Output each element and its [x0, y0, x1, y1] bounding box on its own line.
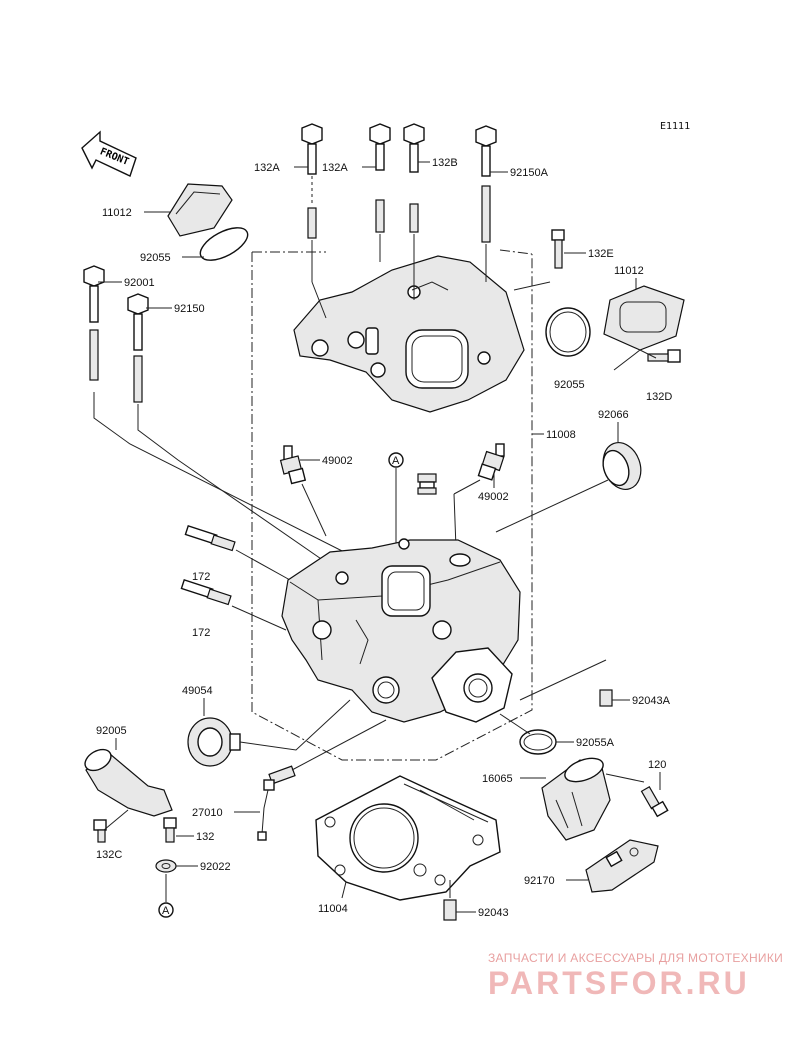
bolt-92001-icon	[83, 265, 105, 381]
label-92055-top: 92055	[140, 252, 171, 264]
label-92005: 92005	[96, 725, 127, 737]
camshaft-cap-icon	[293, 255, 525, 413]
pin-92043A-icon	[599, 689, 613, 707]
diagram-code: E1111	[660, 121, 690, 132]
bolt-92150-icon	[127, 293, 149, 403]
bolt-132D-icon	[647, 349, 681, 363]
label-11012-right: 11012	[614, 265, 644, 277]
valve-seal-icon	[417, 473, 437, 495]
clamp-92170-icon	[585, 839, 659, 893]
label-132E: 132E	[588, 248, 614, 260]
stud-172-1-icon	[184, 525, 236, 552]
stud-172-2-icon	[180, 579, 232, 606]
label-120: 120	[648, 759, 666, 771]
label-132: 132	[196, 831, 214, 843]
oring-92055-top-icon	[199, 227, 249, 261]
label-92150: 92150	[174, 303, 205, 315]
bolt-132A-1-icon	[301, 123, 323, 239]
cover-11012-top-icon	[167, 183, 233, 237]
watermark-brand: PARTSFOR.RU	[488, 965, 750, 1001]
label-11008: 11008	[546, 429, 576, 441]
label-172-2: 172	[192, 627, 210, 639]
gasket-11004-icon	[315, 775, 501, 901]
label-16065: 16065	[482, 773, 513, 785]
seal-92066-icon	[602, 442, 642, 490]
clamp-screw-120-icon	[640, 786, 669, 818]
bolt-132A-2-icon	[369, 123, 391, 233]
watermark-tagline: ЗАПЧАСТИ И АКСЕССУАРЫ ДЛЯ МОТОТЕХНИКИ	[488, 951, 783, 965]
label-132A-1: 132A	[254, 162, 280, 174]
washer-92022-icon	[155, 859, 177, 873]
label-92001: 92001	[124, 277, 155, 289]
intake-holder-16065-icon	[541, 757, 611, 841]
label-92043A: 92043A	[632, 695, 671, 707]
thermostat-49054-icon	[187, 717, 241, 767]
cover-11012-right-icon	[603, 285, 685, 351]
ref-a-top-icon	[388, 452, 404, 468]
pin-92043-icon	[443, 899, 457, 921]
ref-a-bottom-label: A	[162, 905, 170, 917]
bolt-132B-icon	[403, 123, 425, 233]
bolt-132-icon	[163, 817, 177, 843]
front-arrow-icon: FRONT	[81, 130, 137, 177]
label-92150A: 92150A	[510, 167, 549, 179]
ref-a-top-label: A	[392, 455, 400, 467]
label-92066: 92066	[598, 409, 629, 421]
label-49054: 49054	[182, 685, 213, 697]
label-11012-top: 11012	[102, 207, 132, 219]
label-172-1: 172	[192, 571, 210, 583]
label-132A-2: 132A	[322, 162, 348, 174]
label-92055A: 92055A	[576, 737, 615, 749]
valve-49002-left-icon	[279, 445, 307, 485]
label-132D: 132D	[646, 391, 672, 403]
bolt-132E-icon	[551, 229, 565, 269]
ref-a-bottom-icon	[158, 902, 174, 918]
cylinder-head-icon	[281, 538, 521, 723]
label-92170: 92170	[524, 875, 555, 887]
label-92043: 92043	[478, 907, 509, 919]
label-132C: 132C	[96, 849, 122, 861]
label-11004: 11004	[318, 903, 348, 915]
label-92022: 92022	[200, 861, 231, 873]
sensor-27010-icon	[257, 765, 296, 841]
label-49002-left: 49002	[322, 455, 353, 467]
label-27010: 27010	[192, 807, 223, 819]
label-49002-right: 49002	[478, 491, 509, 503]
oring-92055-right-icon	[545, 307, 591, 357]
bolt-132C-icon	[93, 819, 107, 843]
pipe-92005-icon	[84, 748, 173, 817]
label-132B: 132B	[432, 157, 458, 169]
valve-49002-right-icon	[477, 443, 505, 481]
bolt-92150A-icon	[475, 125, 497, 243]
label-92055-right: 92055	[554, 379, 585, 391]
